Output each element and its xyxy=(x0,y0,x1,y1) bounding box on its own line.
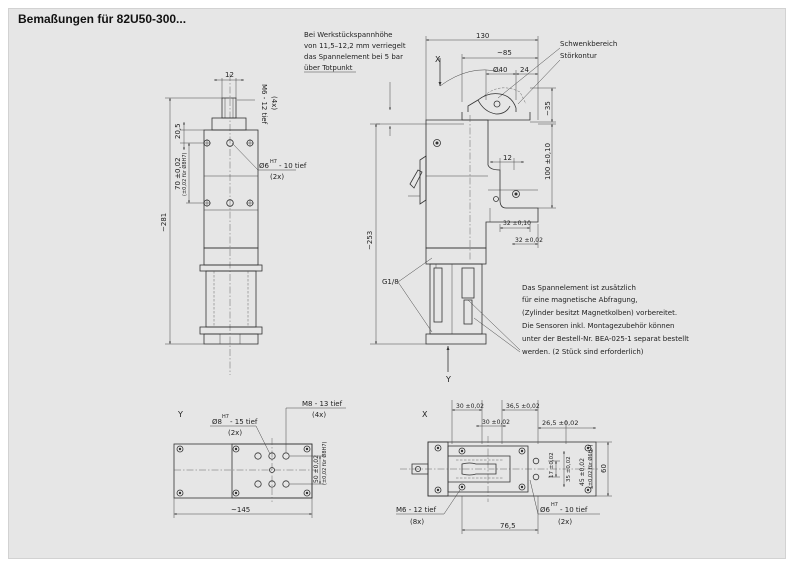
view-y-dim-145: ~145 xyxy=(231,506,250,514)
stoerkontur-label: Störkontur xyxy=(560,52,597,60)
view-y-corner-holes xyxy=(176,445,311,497)
side-dim-100: 100 ±0,10 xyxy=(544,143,552,180)
drawing-frame xyxy=(8,8,786,559)
side-note-line-3: das Spannelement bei 5 bar xyxy=(304,53,403,61)
view-x-dim-26-5: 26,5 ±0,02 xyxy=(542,419,578,427)
front-dim-70-note: (±0,02 für Ø8H7) xyxy=(181,153,188,196)
page-title: Bemaßungen für 82U50-300... xyxy=(18,12,187,26)
view-x-holes xyxy=(434,444,592,494)
side-label-y: Y xyxy=(445,375,451,384)
sensor-note-line-5: unter der Bestell-Nr. BEA-025-1 separat … xyxy=(522,335,689,343)
sensor-note-line-2: für eine magnetische Abfragung, xyxy=(522,296,638,304)
sensor-note-line-4: Die Sensoren inkl. Montagezubehör können xyxy=(522,322,674,330)
front-dim-70: 70 ±0,02 xyxy=(174,157,182,190)
front-bore-fit: H7 xyxy=(270,159,277,165)
schwenkbereich-label: Schwenkbereich xyxy=(560,40,617,48)
view-x-dim-60: 60 xyxy=(600,464,608,473)
side-dim-12: 12 xyxy=(503,154,512,162)
front-bore-dia: Ø6 xyxy=(259,162,270,170)
front-dim-m6-count: (4x) xyxy=(270,96,278,110)
side-note-line-2: von 11,5–12,2 mm verriegelt xyxy=(304,42,406,50)
side-dim-40: Ø40 xyxy=(493,66,507,74)
front-holes xyxy=(203,139,254,207)
view-y-label: Y xyxy=(177,410,183,419)
view-x-bore-depth: - 10 tief xyxy=(560,506,588,514)
view-x-bore-dia: Ø6 xyxy=(540,506,551,514)
view-x-dim-17: 17 ±0,02 xyxy=(549,452,555,478)
side-note-line-4: über Totpunkt xyxy=(304,64,353,72)
g18-label: G1/8 xyxy=(382,278,399,286)
view-x-bore-count: (2x) xyxy=(558,518,572,526)
side-note-line-1: Bei Werkstückspannhöhe xyxy=(304,31,392,39)
side-dim-35: ~35 xyxy=(544,101,552,116)
sensor-note-line-1: Das Spannelement ist zusätzlich xyxy=(522,284,636,292)
view-y-dim-50-note: (±0,02 für Ø8H7) xyxy=(321,442,328,485)
view-x-dim-30a: 30 ±0,02 xyxy=(456,403,484,410)
sensor-note-line-6: werden. (2 Stück sind erforderlich) xyxy=(522,348,644,356)
front-dim-m6: M6 - 12 tief xyxy=(260,84,268,125)
front-bore-count: (2x) xyxy=(270,173,284,181)
view-y-hole-grid xyxy=(254,452,290,488)
front-dim-20-5: 20,5 xyxy=(174,123,182,139)
front-dim-12: 12 xyxy=(225,71,234,79)
view-x-m6: M6 - 12 tief xyxy=(396,506,437,514)
view-x-bore-fit: H7 xyxy=(551,502,558,508)
view-x-dim-45-note: (±0,02 für Ø6H7) xyxy=(587,445,594,488)
view-x-label: X xyxy=(422,410,428,419)
view-y-dia8-fit: H7 xyxy=(222,414,229,420)
view-x-dim-30b: 30 ±0,02 xyxy=(482,419,510,426)
side-label-x: X xyxy=(435,55,441,64)
side-dim-32a: 32 ±0,10 xyxy=(503,220,531,227)
side-dim-253: ~253 xyxy=(366,231,374,250)
side-dim-24: 24 xyxy=(520,66,529,74)
view-y-dim-50: 50 ±0,02 xyxy=(313,455,320,483)
side-dim-130: 130 xyxy=(476,32,489,40)
view-x-dim-76-5: 76,5 xyxy=(500,522,516,530)
side-dim-85: ~85 xyxy=(497,49,512,57)
view-y-dia8-depth: - 15 tief xyxy=(230,418,258,426)
front-view: 12 M6 - 12 tief (4x) 20,5 70 ±0,02 (±0,0… xyxy=(160,71,307,375)
view-x-dim-45: 45 ±0,02 xyxy=(579,458,586,486)
front-bore-depth: - 10 tief xyxy=(279,162,307,170)
view-x-m6-count: (8x) xyxy=(410,518,424,526)
view-y-dia8: Ø8 xyxy=(212,418,222,426)
view-y-m8-count: (4x) xyxy=(312,411,326,419)
view-x: X 30 ±0,02 xyxy=(396,400,612,534)
view-x-dim-35: 35 ±0,02 xyxy=(566,456,572,482)
view-y-m8: M8 - 13 tief xyxy=(302,400,343,408)
front-dim-281: ~281 xyxy=(160,213,168,232)
side-dim-32b: 32 ±0,02 xyxy=(515,237,543,244)
sensor-note-line-3: (Zylinder besitzt Magnetkolben) vorberei… xyxy=(522,309,677,317)
view-y: Y Ø8 H7 - 15 tief (2x) M8 - 13 tief (4 xyxy=(173,400,346,518)
view-y-dia8-count: (2x) xyxy=(228,429,242,437)
side-view: Bei Werkstückspannhöhe von 11,5–12,2 mm … xyxy=(304,31,689,384)
view-x-dim-36-5: 36,5 ±0,02 xyxy=(506,403,540,410)
